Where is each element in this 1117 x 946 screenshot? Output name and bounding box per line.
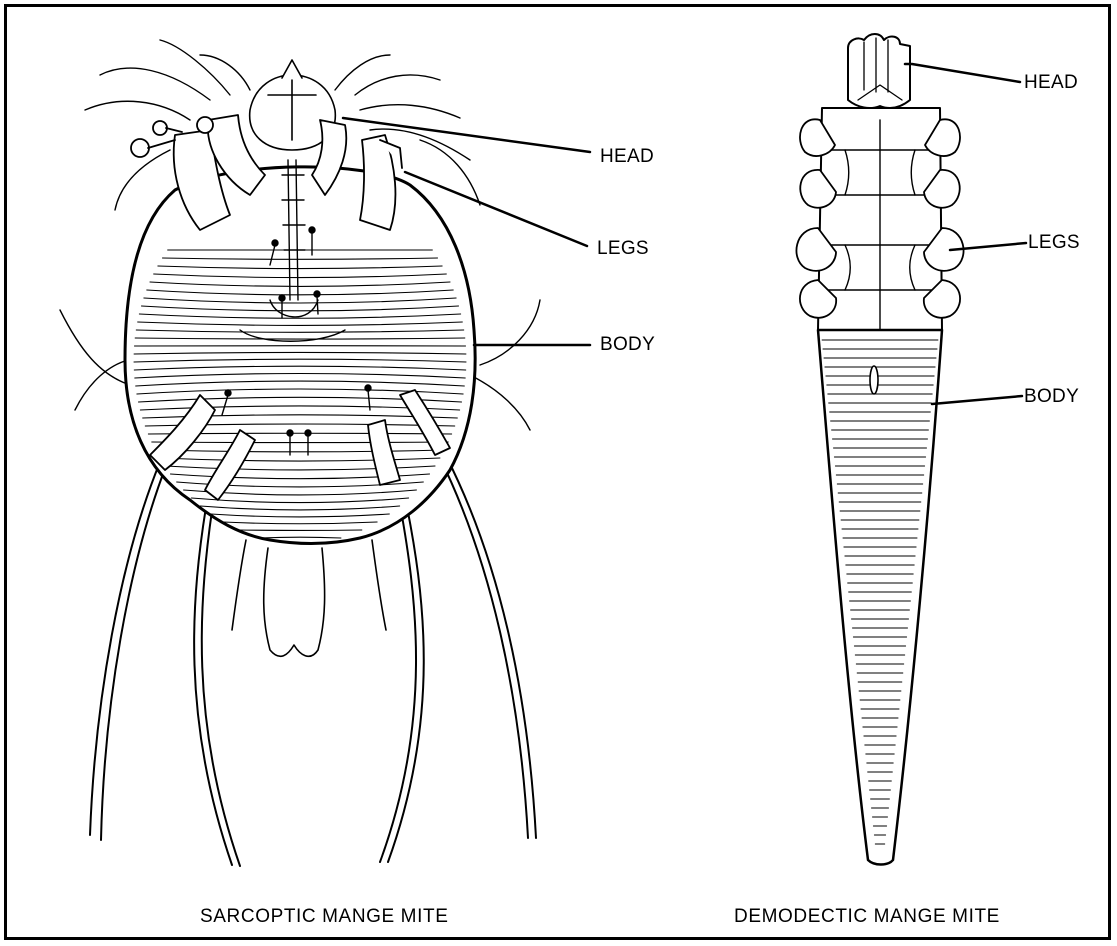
- demodectic-caption: DEMODECTIC MANGE MITE: [734, 906, 1000, 928]
- sarcoptic-hind-parts: [232, 540, 386, 656]
- demodectic-head-label: HEAD: [1024, 72, 1078, 94]
- sarcoptic-caption: SARCOPTIC MANGE MITE: [200, 906, 448, 928]
- sarcoptic-body-label: BODY: [600, 334, 655, 356]
- demodectic-mite-drawing: [796, 34, 1026, 865]
- demodectic-head: [848, 34, 910, 108]
- demodectic-body-label: BODY: [1024, 386, 1079, 408]
- sarcoptic-legs-label: LEGS: [597, 238, 649, 260]
- sarcoptic-striation-line: [152, 442, 448, 443]
- demodectic-legs-label: LEGS: [1028, 232, 1080, 254]
- sarcoptic-mite-drawing: [60, 40, 590, 866]
- demodectic-opisthosoma: [818, 330, 942, 865]
- sarcoptic-head-label: HEAD: [600, 146, 654, 168]
